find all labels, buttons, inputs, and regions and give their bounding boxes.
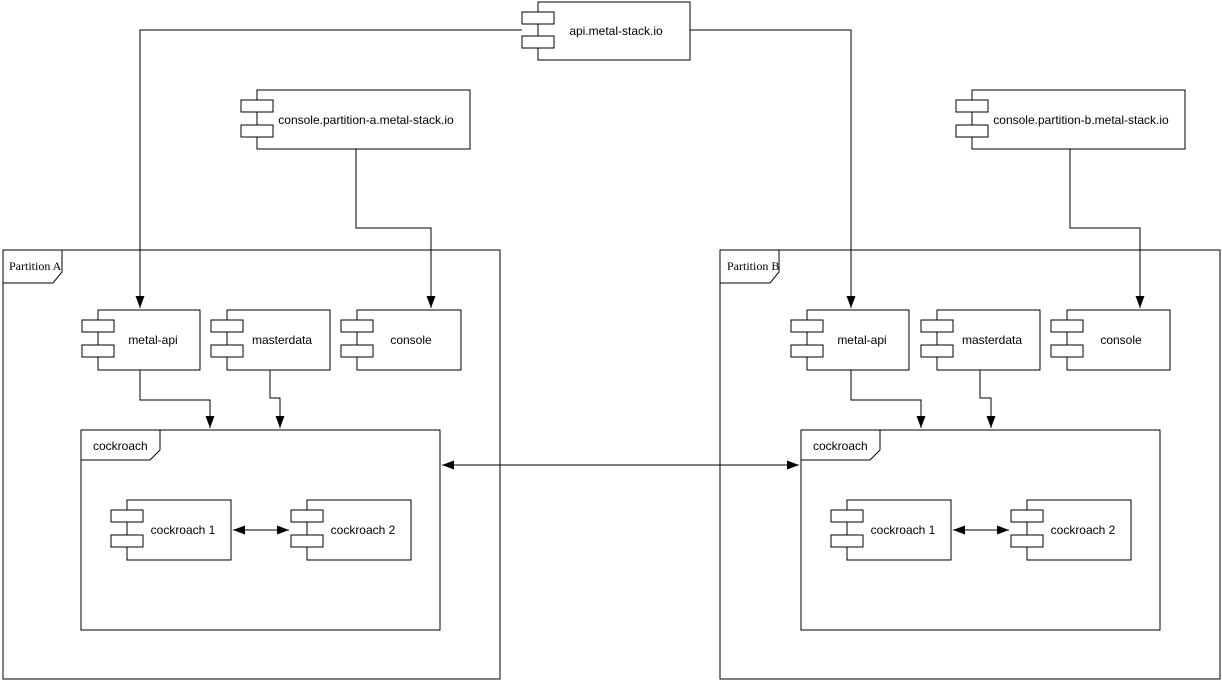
component-cockroach2-a: cockroach 2 [290,499,412,561]
edge-masterdata-a-to-cockroach [269,370,285,428]
component-cockroach1-a: cockroach 1 [110,499,232,561]
component-cockroach1-b: cockroach 1 [830,499,952,561]
component-port-icon [110,509,144,523]
component-console-partition-b: console.partition-b.metal-stack.io [955,89,1186,150]
component-port-icon [920,344,954,358]
component-metal-api-b-label: metal-api [837,333,886,347]
component-port-icon [210,319,244,333]
component-cockroach1-b-label: cockroach 1 [871,523,936,537]
component-port-icon [1050,319,1084,333]
cockroach-group-b: cockroach [800,429,1161,631]
component-api: api.metal-stack.io [521,1,691,61]
component-port-icon [110,534,144,548]
component-metal-api-b: metal-api [790,309,910,371]
component-port-icon [81,319,115,333]
component-console-partition-a: console.partition-a.metal-stack.io [240,89,471,150]
component-port-icon [830,509,864,523]
cockroach-group-b-label: cockroach [813,439,868,453]
component-port-icon [955,124,989,138]
component-port-icon [210,344,244,358]
component-metal-api-a: metal-api [81,309,201,371]
cockroach-group-a-label: cockroach [93,439,148,453]
component-port-icon [240,124,274,138]
component-cockroach2-a-label: cockroach 2 [331,523,396,537]
component-port-icon [1010,534,1044,548]
component-metal-api-a-label: metal-api [128,333,177,347]
edge-console-a-to-console [355,149,436,308]
component-api-label: api.metal-stack.io [569,24,663,38]
edge-api-to-metal-api-b [690,29,856,308]
component-cockroach2-b: cockroach 2 [1010,499,1132,561]
component-console-b-label: console [1100,333,1142,347]
component-port-icon [790,319,824,333]
component-console-partition-b-label: console.partition-b.metal-stack.io [993,113,1169,127]
component-port-icon [955,99,989,113]
component-masterdata-b: masterdata [920,309,1041,371]
partition-b-label: Partition B [727,259,779,273]
component-port-icon [790,344,824,358]
partition-a-tab [2,249,63,284]
component-cockroach1-a-label: cockroach 1 [151,523,216,537]
component-console-a: console [340,309,462,371]
component-port-icon [290,509,324,523]
component-port-icon [920,319,954,333]
component-port-icon [830,534,864,548]
component-masterdata-a: masterdata [210,309,331,371]
edge-masterdata-b-to-cockroach [979,370,996,428]
edge-console-b-to-console [1069,149,1145,308]
edge-metal-api-a-to-cockroach [139,370,215,428]
component-console-a-label: console [390,333,432,347]
component-port-icon [1050,344,1084,358]
component-port-icon [340,319,374,333]
component-port-icon [1010,509,1044,523]
edge-api-to-metal-api-a [135,29,522,308]
component-masterdata-b-label: masterdata [962,333,1022,347]
component-cockroach2-b-label: cockroach 2 [1051,523,1116,537]
component-masterdata-a-label: masterdata [252,333,312,347]
partition-b-tab [719,249,780,284]
partition-a-frame: Partition A [2,249,501,680]
component-console-partition-a-label: console.partition-a.metal-stack.io [278,113,454,127]
component-port-icon [290,534,324,548]
cockroach-group-a: cockroach [80,429,441,631]
cockroach-group-b-tab [800,429,881,461]
component-port-icon [340,344,374,358]
cockroach-group-a-tab [80,429,161,461]
component-console-b: console [1050,309,1171,371]
component-port-icon [81,344,115,358]
edge-metal-api-b-to-cockroach [850,370,926,428]
component-port-icon [521,35,555,49]
component-port-icon [240,99,274,113]
partition-a-label: Partition A [9,259,62,273]
component-port-icon [521,11,555,25]
